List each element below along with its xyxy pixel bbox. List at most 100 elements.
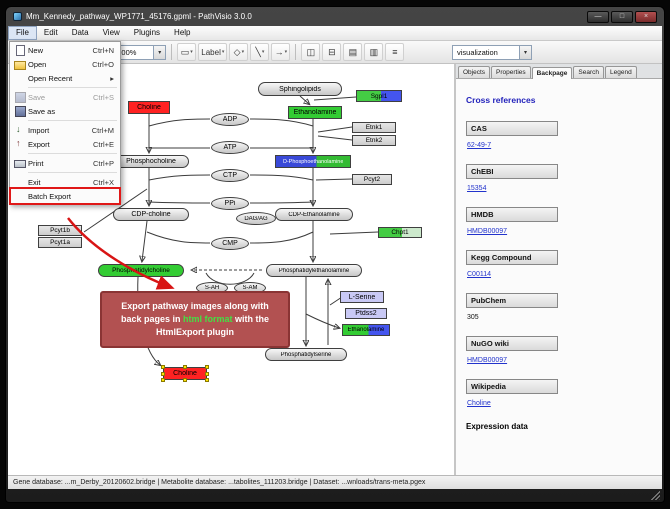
distribute-button[interactable]: ≡ <box>385 43 404 61</box>
pathway-node-sphingolipids[interactable]: Sphingolipids <box>258 82 342 96</box>
align-left-icon: ▤ <box>349 48 358 57</box>
zoom-dropdown-icon[interactable]: ▾ <box>153 46 165 59</box>
menu-edit[interactable]: Edit <box>37 26 65 40</box>
file-menu-item-new[interactable]: NewCtrl+N <box>11 43 119 57</box>
pathway-node-o-phosphoethanolamine[interactable]: O-Phosphoethanolamine <box>275 155 351 168</box>
menu-shortcut: Ctrl+P <box>93 159 114 168</box>
selection-handle[interactable] <box>205 365 209 369</box>
pathvisio-app-icon <box>13 12 22 21</box>
backpage-sections: CAS62-49-7ChEBI15354HMDBHMDB00097Kegg Co… <box>466 121 652 407</box>
pathway-node-choline[interactable]: Choline <box>163 367 207 380</box>
selection-handle[interactable] <box>183 365 187 369</box>
node-label: Pcyt1a <box>50 239 70 246</box>
pathway-node-ethanolamine[interactable]: Ethanolamine <box>288 106 342 119</box>
statusbar: Gene database: ...m_Derby_20120602.bridg… <box>8 475 662 489</box>
crossref-link[interactable]: Choline <box>467 400 652 407</box>
pathway-node-cdp-ethanolamine[interactable]: CDP-Ethanolamine <box>275 208 353 221</box>
pathway-node-etnk1[interactable]: Etnk1 <box>352 122 396 133</box>
file-menu-item-import[interactable]: ImportCtrl+M <box>11 123 119 137</box>
pathway-node-cdp-choline[interactable]: CDP-choline <box>113 208 189 221</box>
file-menu-item-exit[interactable]: ExitCtrl+X <box>11 175 119 189</box>
pathway-node-ppi[interactable]: PPi <box>211 197 249 210</box>
open-folder-icon <box>13 59 25 69</box>
selection-handle[interactable] <box>205 378 209 382</box>
pathway-node-choline[interactable]: Choline <box>128 101 170 114</box>
file-menu-item-export[interactable]: ExportCtrl+E <box>11 137 119 151</box>
pathway-node-pcyt2[interactable]: Pcyt2 <box>352 174 392 185</box>
crossref-link[interactable]: 15354 <box>467 185 652 192</box>
visualization-value: visualization <box>457 48 498 57</box>
pathway-node-atp[interactable]: ATP <box>211 141 249 154</box>
pathway-node-ptdss2[interactable]: Ptdss2 <box>345 308 387 319</box>
visualization-combobox[interactable]: visualization ▾ <box>452 45 532 60</box>
label-tool-button[interactable]: Label▾ <box>198 43 227 61</box>
pathway-node-l-serine[interactable]: L-Serine <box>340 291 384 303</box>
file-menu-item-save[interactable]: SaveCtrl+S <box>11 90 119 104</box>
tab-properties[interactable]: Properties <box>491 66 531 78</box>
menu-file[interactable]: File <box>8 26 37 40</box>
pathway-node-pcyt1b[interactable]: Pcyt1b <box>38 225 82 236</box>
backpage-section-hmdb: HMDBHMDB00097 <box>466 207 652 235</box>
pathway-node-ethanolamine[interactable]: Ethanolamine <box>342 324 390 336</box>
align-vertical-button[interactable]: ⊟ <box>322 43 341 61</box>
minimize-button[interactable]: — <box>587 11 609 23</box>
crossref-link[interactable]: HMDB00097 <box>467 357 652 364</box>
pathway-node-phosphatidylserine[interactable]: Phosphatidylserine <box>265 348 347 361</box>
chevron-down-icon: ▾ <box>262 49 265 55</box>
selection-handle[interactable] <box>161 365 165 369</box>
annotation-callout: Export pathway images along with back pa… <box>100 291 290 348</box>
shape-tool-button[interactable]: ◇▾ <box>229 43 248 61</box>
close-button[interactable]: × <box>635 11 657 23</box>
pathway-node-adp[interactable]: ADP <box>211 113 249 126</box>
pathway-node-phosphatidylcholine[interactable]: Phosphatidylcholine <box>98 264 184 277</box>
menu-item-label: Export <box>28 140 50 149</box>
selection-handle[interactable] <box>183 378 187 382</box>
chevron-down-icon: ▾ <box>285 49 288 55</box>
resize-grip[interactable] <box>649 489 660 500</box>
pathway-node-chpt1[interactable]: Chpt1 <box>378 227 422 238</box>
pathway-node-phosphatidylethanolamine[interactable]: Phosphatidylethanolamine <box>266 264 362 277</box>
pathway-node-dag-ag[interactable]: DAG/AG <box>236 212 276 225</box>
tab-backpage[interactable]: Backpage <box>532 67 573 79</box>
pathway-node-ctp[interactable]: CTP <box>211 169 249 182</box>
connector-tool-button[interactable]: →▾ <box>271 43 290 61</box>
align-horizontal-button[interactable]: ◫ <box>301 43 320 61</box>
file-menu-item-save-as[interactable]: Save as <box>11 104 119 118</box>
crossref-link[interactable]: C00114 <box>467 271 652 278</box>
visualization-dropdown-icon[interactable]: ▾ <box>519 46 531 59</box>
pathway-node-phosphocholine[interactable]: Phosphocholine <box>113 155 189 168</box>
tab-objects[interactable]: Objects <box>458 66 490 78</box>
align-left-button[interactable]: ▤ <box>343 43 362 61</box>
align-top-button[interactable]: ▥ <box>364 43 383 61</box>
file-menu-item-open-recent[interactable]: Open Recent▸ <box>11 71 119 85</box>
pathway-node-cmp[interactable]: CMP <box>211 237 249 250</box>
crossref-link[interactable]: 62-49-7 <box>467 142 652 149</box>
menu-view[interactable]: View <box>96 26 127 40</box>
pathway-node-sgpl1[interactable]: Sgpl1 <box>356 90 402 102</box>
menu-plugins[interactable]: Plugins <box>127 26 167 40</box>
menu-help[interactable]: Help <box>167 26 197 40</box>
backpage-section-pubchem: PubChem305 <box>466 293 652 321</box>
node-label: Choline <box>173 370 197 377</box>
selection-handle[interactable] <box>205 372 209 376</box>
crossref-link[interactable]: HMDB00097 <box>467 228 652 235</box>
pathway-node-etnk2[interactable]: Etnk2 <box>352 135 396 146</box>
datanode-tool-button[interactable]: ▭▾ <box>177 43 196 61</box>
save-as-icon <box>13 106 25 116</box>
menu-data[interactable]: Data <box>65 26 96 40</box>
line-tool-button[interactable]: ╲▾ <box>250 43 269 61</box>
selection-handle[interactable] <box>161 378 165 382</box>
import-icon <box>13 125 25 135</box>
tab-search[interactable]: Search <box>573 66 604 78</box>
selection-handle[interactable] <box>161 372 165 376</box>
datasource-header: ChEBI <box>466 164 558 179</box>
node-label: Etnk2 <box>366 137 383 144</box>
file-menu-item-open[interactable]: OpenCtrl+O <box>11 57 119 71</box>
print-icon <box>13 158 25 168</box>
file-menu-item-batch-export[interactable]: Batch Export <box>11 189 119 203</box>
titlebar[interactable]: Mm_Kennedy_pathway_WP1771_45176.gpml - P… <box>6 7 664 26</box>
pathway-node-pcyt1a[interactable]: Pcyt1a <box>38 237 82 248</box>
tab-legend[interactable]: Legend <box>605 66 637 78</box>
file-menu-item-print[interactable]: PrintCtrl+P <box>11 156 119 170</box>
maximize-button[interactable]: □ <box>611 11 633 23</box>
